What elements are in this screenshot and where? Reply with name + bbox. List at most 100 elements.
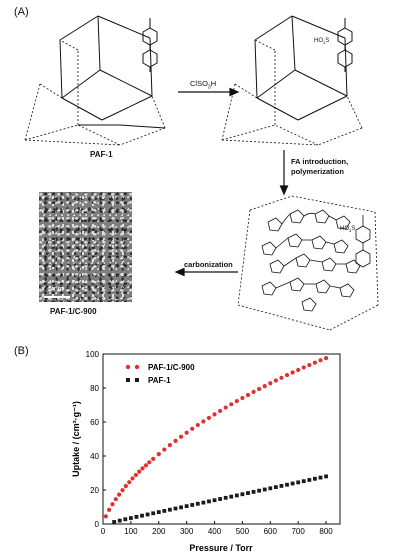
tem-scale-bar bbox=[44, 296, 70, 298]
data-point-paf-1 bbox=[223, 495, 228, 500]
panel-a-label: (A) bbox=[14, 6, 29, 18]
data-point-paf-1-c-900 bbox=[140, 466, 145, 471]
data-point-paf-1 bbox=[285, 482, 289, 487]
data-point-paf-1-c-900 bbox=[273, 378, 278, 383]
data-point-paf-1-c-900 bbox=[178, 434, 184, 439]
data-point-paf-1 bbox=[324, 474, 328, 479]
data-point-paf-1-c-900 bbox=[137, 469, 142, 474]
y-tick-label: 80 bbox=[90, 384, 99, 393]
data-point-paf-1-c-900 bbox=[133, 472, 139, 478]
data-point-paf-1-c-900 bbox=[257, 386, 262, 392]
plot-frame bbox=[102, 353, 341, 525]
data-point-paf-1 bbox=[117, 518, 122, 523]
x-tick-label: 200 bbox=[152, 527, 166, 536]
data-point-paf-1 bbox=[134, 514, 139, 519]
data-point-paf-1-c-900 bbox=[123, 483, 128, 489]
data-point-paf-1-c-900 bbox=[296, 367, 301, 373]
legend-label: PAF-1/C-900 bbox=[148, 363, 195, 372]
data-point-paf-1-c-900 bbox=[110, 502, 115, 507]
data-point-paf-1 bbox=[123, 517, 128, 522]
x-tick-label: 700 bbox=[291, 527, 305, 536]
tem-image bbox=[39, 192, 132, 302]
data-point-paf-1-c-900 bbox=[184, 430, 189, 435]
data-point-paf-1 bbox=[257, 488, 262, 493]
data-point-paf-1-c-900 bbox=[117, 492, 122, 497]
data-point-paf-1-c-900 bbox=[130, 476, 135, 481]
data-point-paf-1 bbox=[128, 516, 133, 520]
legend-marker bbox=[126, 378, 130, 382]
data-point-paf-1 bbox=[112, 520, 117, 524]
data-point-paf-1-c-900 bbox=[240, 395, 245, 401]
data-point-paf-1 bbox=[212, 498, 217, 503]
data-point-paf-1-c-900 bbox=[323, 355, 329, 361]
data-point-paf-1-c-900 bbox=[173, 438, 178, 443]
panel-a-schematic bbox=[24, 15, 379, 331]
legend-marker bbox=[125, 364, 131, 370]
data-point-paf-1-c-900 bbox=[279, 375, 284, 380]
data-point-paf-1-c-900 bbox=[120, 488, 125, 493]
data-point-paf-1-c-900 bbox=[318, 358, 323, 363]
legend-label: PAF-1 bbox=[148, 376, 171, 385]
data-point-paf-1-c-900 bbox=[301, 365, 306, 370]
y-tick-label: 40 bbox=[90, 452, 99, 461]
data-point-paf-1-c-900 bbox=[218, 408, 223, 414]
x-tick-label: 600 bbox=[264, 527, 278, 536]
y-tick-label: 0 bbox=[95, 520, 100, 529]
data-point-paf-1-c-900 bbox=[251, 389, 256, 395]
data-point-paf-1-c-900 bbox=[151, 456, 156, 461]
data-point-paf-1 bbox=[218, 497, 223, 501]
furan-network-icon bbox=[261, 209, 371, 312]
sulfonated-cage bbox=[254, 15, 348, 121]
data-point-paf-1-c-900 bbox=[290, 370, 295, 375]
data-point-paf-1-c-900 bbox=[212, 412, 217, 417]
data-point-paf-1 bbox=[279, 484, 284, 488]
data-point-paf-1 bbox=[179, 505, 183, 510]
data-point-paf-1 bbox=[184, 504, 189, 509]
data-point-paf-1 bbox=[140, 513, 144, 518]
data-point-paf-1-c-900 bbox=[201, 419, 206, 424]
data-point-paf-1 bbox=[168, 507, 172, 512]
y-tick-label: 60 bbox=[90, 418, 99, 427]
data-point-paf-1-c-900 bbox=[167, 443, 173, 448]
data-point-paf-1-c-900 bbox=[262, 384, 267, 389]
tem-scale-text: 5 nm bbox=[48, 286, 64, 293]
data-point-paf-1 bbox=[246, 491, 250, 495]
reaction-arrow-3 bbox=[174, 267, 238, 277]
x-axis-label: Pressure / Torr bbox=[189, 543, 253, 553]
data-point-paf-1-c-900 bbox=[312, 360, 318, 365]
data-point-paf-1-c-900 bbox=[234, 398, 239, 404]
data-point-paf-1 bbox=[313, 476, 317, 481]
data-point-paf-1 bbox=[234, 493, 239, 498]
reagent-label: ClSO3H bbox=[190, 79, 217, 91]
data-point-paf-1-c-900 bbox=[147, 460, 152, 465]
pfa-filled-cage bbox=[237, 195, 379, 331]
so3h-label-2: HO3S bbox=[340, 226, 356, 234]
data-point-paf-1 bbox=[229, 494, 234, 499]
data-point-paf-1 bbox=[190, 503, 195, 507]
data-point-paf-1 bbox=[262, 487, 267, 492]
legend-marker bbox=[134, 364, 140, 370]
reaction-arrow-1 bbox=[178, 87, 240, 97]
data-point-paf-1-c-900 bbox=[245, 392, 251, 398]
data-point-paf-1-c-900 bbox=[103, 514, 108, 519]
data-point-paf-1 bbox=[207, 499, 211, 504]
x-tick-label: 100 bbox=[124, 527, 138, 536]
data-point-paf-1-c-900 bbox=[307, 362, 312, 368]
y-axis-label: Uptake / (cm³·g⁻¹) bbox=[71, 401, 81, 477]
product-label: PAF-1/C-900 bbox=[50, 307, 97, 316]
x-tick-label: 400 bbox=[208, 527, 222, 536]
data-point-paf-1-c-900 bbox=[223, 405, 228, 410]
data-point-paf-1-c-900 bbox=[162, 447, 167, 452]
data-point-paf-1 bbox=[301, 479, 306, 484]
data-point-paf-1-c-900 bbox=[190, 426, 195, 431]
data-point-paf-1-c-900 bbox=[206, 415, 212, 421]
data-point-paf-1 bbox=[296, 480, 301, 485]
data-point-paf-1-c-900 bbox=[195, 422, 200, 428]
data-point-paf-1 bbox=[251, 489, 256, 494]
y-tick-label: 100 bbox=[86, 350, 100, 359]
data-point-paf-1-c-900 bbox=[229, 402, 234, 407]
paf1-label: PAF-1 bbox=[90, 150, 113, 159]
legend-marker bbox=[135, 378, 139, 382]
data-point-paf-1-c-900 bbox=[127, 480, 132, 485]
